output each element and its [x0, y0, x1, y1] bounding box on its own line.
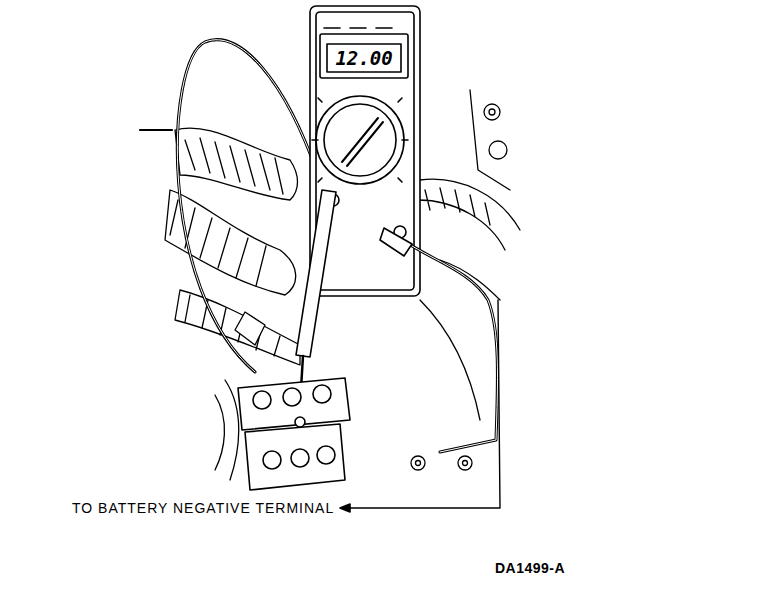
leader-line	[348, 300, 500, 508]
test-probe	[296, 190, 336, 405]
test-lead	[177, 40, 318, 372]
callout-label: TO BATTERY NEGATIVE TERMINAL	[72, 500, 334, 516]
probe-clip	[380, 228, 412, 256]
meter-reading: 12.00	[335, 47, 392, 69]
connector	[238, 378, 350, 490]
arrowhead	[340, 504, 350, 512]
engine-parts	[411, 90, 520, 470]
figure-code: DA1499-A	[495, 560, 565, 576]
test-lead	[400, 238, 498, 452]
